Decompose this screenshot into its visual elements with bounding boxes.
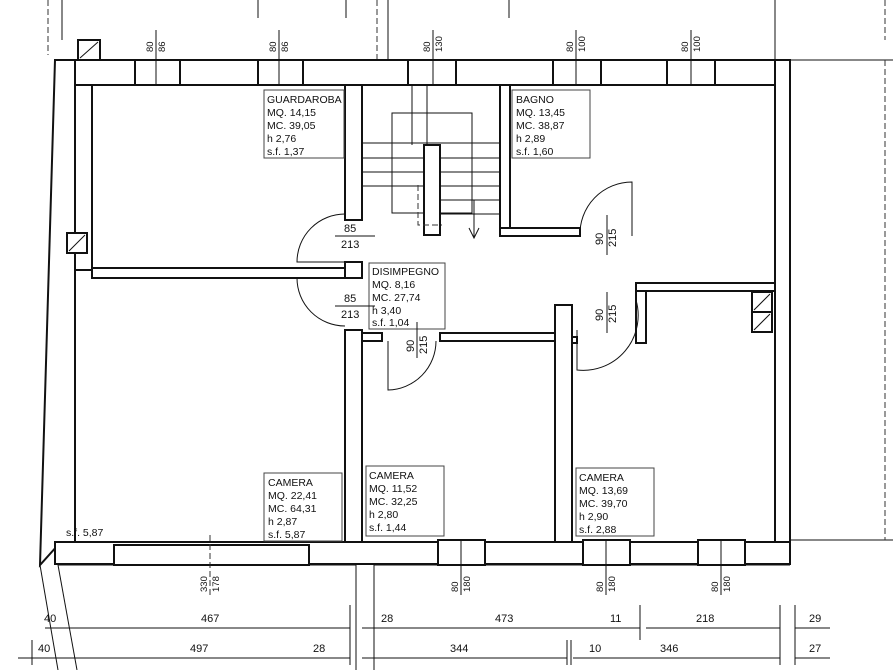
window-width: 80	[710, 581, 721, 592]
window-width: 80	[565, 41, 576, 52]
room-height: h 2,76	[267, 133, 296, 145]
dimension-chain-2: 40 497 28 344 10 346 27	[18, 640, 830, 665]
window-top-1	[134, 59, 181, 86]
door-height: 213	[341, 239, 359, 251]
lower-outlines	[39, 564, 790, 670]
window-height: 100	[692, 36, 703, 52]
room-name: CAMERA	[268, 477, 313, 489]
dimension-label: 11	[610, 613, 621, 625]
room-window-area: s.f. 5,87	[268, 529, 306, 541]
room-volume: MC. 38,87	[516, 120, 565, 132]
window-height: 86	[280, 41, 291, 52]
room-bagno: BAGNO MQ. 13,45 MC. 38,87 h 2,89 s.f. 1,…	[511, 89, 591, 159]
door-height: 213	[341, 309, 359, 321]
top-context-lines	[47, 0, 886, 60]
room-window-area: s.f. 1,60	[516, 146, 554, 158]
room-height: h 2,87	[268, 516, 297, 528]
window-width: 80	[268, 41, 279, 52]
room-window-area: s.f. 1,44	[369, 522, 407, 534]
room-height: h 2,90	[579, 511, 608, 523]
dimension-label: 467	[201, 613, 219, 625]
dimension-label: 344	[450, 643, 468, 655]
door-width: 90	[405, 340, 417, 352]
room-disimpegno: DISIMPEGNO MQ. 8,16 MC. 27,74 h 3,40 s.f…	[368, 262, 446, 330]
window-width: 80	[680, 41, 691, 52]
dimension-label: 40	[44, 613, 56, 625]
window-height: 130	[434, 36, 445, 52]
room-name: CAMERA	[579, 472, 624, 484]
window-top-3	[407, 59, 457, 86]
dimension-label: 40	[38, 643, 50, 655]
room-guardaroba: GUARDAROBA MQ. 14,15 MC. 39,05 h 2,76 s.…	[263, 89, 345, 159]
window-height: 180	[462, 576, 473, 592]
dimension-chain-1: 40 467 28 473 11 218 29	[44, 605, 830, 665]
room-window-area: s.f. 2,88	[579, 524, 617, 536]
dimension-label: 27	[809, 643, 821, 655]
room-volume: MC. 64,31	[268, 503, 317, 515]
room-area: MQ. 22,41	[268, 490, 317, 502]
dimension-label: 10	[589, 643, 601, 655]
door-height: 215	[607, 305, 619, 323]
staircase	[362, 85, 500, 240]
window-width: 80	[145, 41, 156, 52]
door-width: 85	[344, 223, 356, 235]
room-height: h 3,40	[372, 305, 401, 317]
window-width: 80	[450, 581, 461, 592]
interior-walls	[74, 84, 776, 543]
room-name: CAMERA	[369, 470, 414, 482]
door-swings	[296, 181, 639, 391]
room-area: MQ. 13,45	[516, 107, 565, 119]
room-height: h 2,80	[369, 509, 398, 521]
room-volume: MC. 39,70	[579, 498, 628, 510]
room-window-area-extra: s.f. 5,87	[66, 527, 104, 539]
door-width: 90	[594, 309, 606, 321]
door-width: 90	[594, 233, 606, 245]
room-volume: MC. 32,25	[369, 496, 418, 508]
bottom-windows	[113, 539, 746, 566]
room-volume: MC. 27,74	[372, 292, 421, 304]
window-bottom-1	[113, 544, 310, 566]
room-window-area: s.f. 1,04	[372, 317, 410, 329]
room-camera-right: CAMERA MQ. 13,69 MC. 39,70 h 2,90 s.f. 2…	[575, 467, 655, 537]
room-name: DISIMPEGNO	[372, 266, 439, 278]
window-top-4	[552, 59, 602, 86]
dimension-label: 473	[495, 613, 513, 625]
window-height: 100	[577, 36, 588, 52]
dimension-label: 28	[381, 613, 393, 625]
room-name: BAGNO	[516, 94, 554, 106]
chimney-shafts	[66, 39, 773, 333]
door-labels: 85 213 85 213 90 215 90 215 90 215	[335, 215, 619, 358]
room-area: MQ. 11,52	[369, 483, 417, 495]
room-camera-middle: CAMERA MQ. 11,52 MC. 32,25 h 2,80 s.f. 1…	[365, 465, 445, 537]
dimension-label: 28	[313, 643, 325, 655]
room-height: h 2,89	[516, 133, 545, 145]
dimension-label: 29	[809, 613, 821, 625]
room-camera-left: CAMERA MQ. 22,41 MC. 64,31 h 2,87 s.f. 5…	[66, 472, 343, 542]
window-height: 180	[722, 576, 733, 592]
room-area: MQ. 14,15	[267, 107, 316, 119]
dimension-label: 218	[696, 613, 714, 625]
window-top-2	[257, 59, 304, 86]
dimension-label: 346	[660, 643, 678, 655]
window-height: 178	[211, 576, 222, 592]
window-width: 330	[199, 576, 210, 592]
room-area: MQ. 13,69	[579, 485, 628, 497]
door-width: 85	[344, 293, 356, 305]
room-name: GUARDAROBA	[267, 94, 342, 106]
room-window-area: s.f. 1,37	[267, 146, 305, 158]
window-height: 180	[607, 576, 618, 592]
room-area: MQ. 8,16	[372, 279, 415, 291]
dimension-label: 497	[190, 643, 208, 655]
room-volume: MC. 39,05	[267, 120, 316, 132]
door-height: 215	[418, 336, 430, 354]
door-height: 215	[607, 229, 619, 247]
window-width: 80	[595, 581, 606, 592]
window-width: 80	[422, 41, 433, 52]
window-height: 86	[157, 41, 168, 52]
